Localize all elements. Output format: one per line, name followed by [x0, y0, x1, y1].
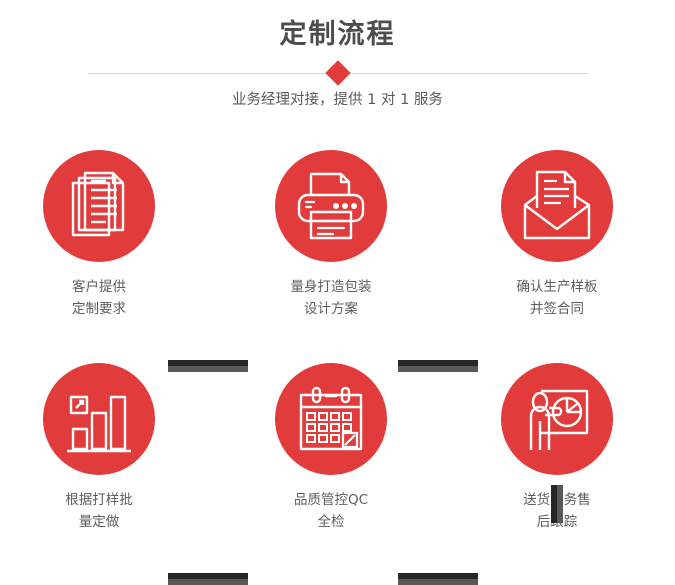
connector-top-band: [398, 360, 478, 366]
connector-1-2: [168, 360, 248, 372]
connector-2-3: [398, 360, 478, 372]
process-step-6[interactable]: 送货服务售 后跟踪: [467, 363, 647, 533]
step-1-label: 客户提供 定制要求: [72, 279, 126, 317]
connector-bottom-band: [168, 366, 248, 372]
step-1-circle: [43, 150, 155, 262]
process-step-1[interactable]: 客户提供 定制要求: [9, 150, 189, 320]
presentation-icon: [529, 389, 589, 450]
step-5-label: 品质管控QC 全检: [293, 492, 369, 530]
process-step-3[interactable]: 确认生产样板 并签合同: [467, 150, 647, 320]
bar-chart-icon: [67, 395, 131, 453]
step-3-label: 确认生产样板 并签合同: [516, 279, 598, 317]
step-2-circle: [275, 150, 387, 262]
connector-4-5: [168, 573, 248, 585]
printer-icon: [297, 172, 365, 240]
connector-bottom-band: [398, 579, 478, 585]
page-title: 定制流程: [279, 19, 396, 50]
connector-5-6: [398, 573, 478, 585]
connector-top-band: [168, 360, 248, 366]
connector-bottom-band: [398, 366, 478, 372]
connector-right-band: [557, 485, 563, 523]
step-3-circle: [501, 150, 613, 262]
step-2-label: 量身打造包装 设计方案: [290, 279, 372, 317]
connector-left-band: [551, 485, 557, 523]
connector-bottom-band: [168, 579, 248, 585]
step-6-circle: [501, 363, 613, 475]
step-5-circle: [275, 363, 387, 475]
process-step-2[interactable]: 量身打造包装 设计方案: [241, 150, 421, 320]
process-steps: 客户提供 定制要求: [0, 150, 675, 585]
process-step-5[interactable]: 品质管控QC 全检: [241, 363, 421, 533]
header: 定制流程 业务经理对接，提供 1 对 1 服务: [0, 0, 675, 120]
connector-3-4: [551, 485, 563, 523]
page-subtitle: 业务经理对接，提供 1 对 1 服务: [232, 92, 443, 108]
step-4-circle: [43, 363, 155, 475]
process-step-4[interactable]: 根据打样批 量定做: [9, 363, 189, 533]
step-4-label: 根据打样批 量定做: [65, 492, 133, 530]
documents-icon: [71, 171, 125, 237]
envelope-icon: [523, 170, 591, 240]
calendar-icon: [299, 386, 363, 451]
